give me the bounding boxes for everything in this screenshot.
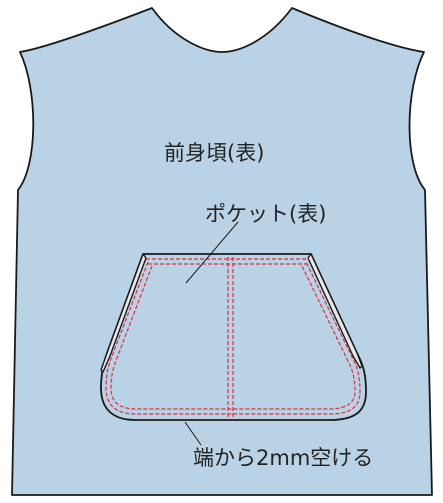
pocket-left-fold-edge bbox=[100, 253, 147, 373]
pocket-label-leader bbox=[185, 221, 239, 284]
front-bodice-label: 前身頃(表) bbox=[164, 141, 264, 165]
pocket bbox=[100, 253, 367, 421]
pocket-right-fold-edge bbox=[307, 253, 363, 369]
edge-note-leader bbox=[184, 421, 202, 446]
pocket-label: ポケット(表) bbox=[205, 202, 326, 226]
edge-note-label: 端から2mm空ける bbox=[193, 446, 373, 470]
front-bodice-panel bbox=[11, 7, 433, 496]
stitch-outline-inner bbox=[110, 265, 356, 410]
stitch-outline-outer bbox=[105, 261, 361, 415]
